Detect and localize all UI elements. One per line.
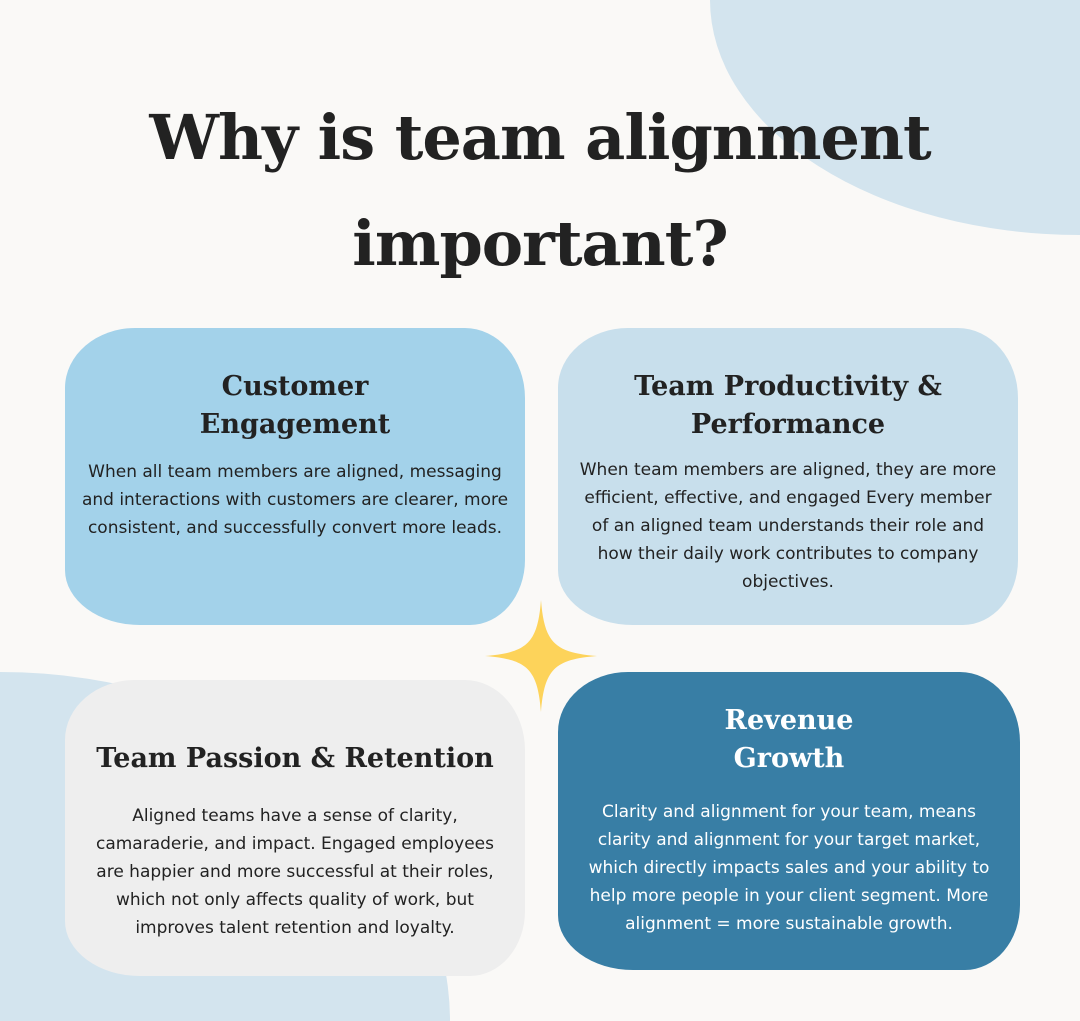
card-team-productivity: Team Productivity & Performance When tea… bbox=[558, 328, 1018, 625]
card-body: Aligned teams have a sense of clarity, c… bbox=[95, 806, 494, 938]
card-body: When team members are aligned, they are … bbox=[579, 460, 997, 592]
card-customer-engagement: Customer Engagement When all team member… bbox=[65, 328, 525, 625]
card-body: Clarity and alignment for your team, mea… bbox=[588, 802, 990, 934]
card-heading: Revenue Growth bbox=[724, 705, 854, 774]
card-body: When all team members are aligned, messa… bbox=[81, 462, 509, 538]
card-team-passion: Team Passion & Retention Aligned teams h… bbox=[65, 680, 525, 976]
card-heading: Customer Engagement bbox=[199, 371, 391, 440]
sparkle-star-icon bbox=[485, 600, 597, 712]
page-title: Why is team alignment important? bbox=[149, 101, 931, 280]
card-heading: Team Passion & Retention bbox=[96, 743, 494, 774]
card-heading: Team Productivity & Performance bbox=[634, 371, 942, 440]
card-revenue-growth: Revenue Growth Clarity and alignment for… bbox=[558, 672, 1020, 970]
